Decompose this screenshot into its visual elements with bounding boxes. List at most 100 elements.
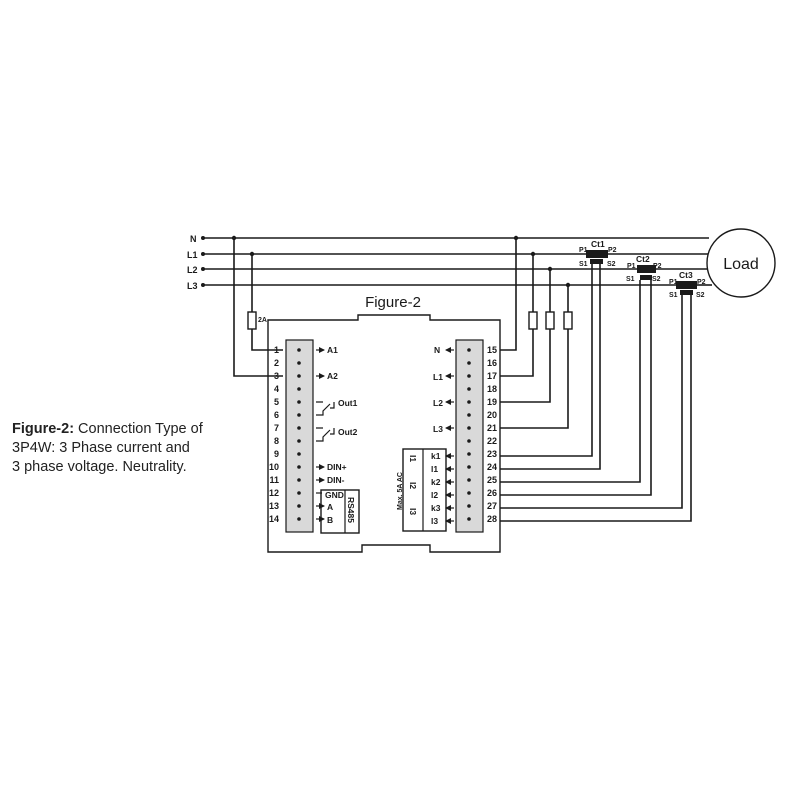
figure-caption: Figure-2: Connection Type of 3P4W: 3 Pha… xyxy=(12,420,262,477)
ct1-label: Ct1 xyxy=(591,239,605,249)
signal-a2: A2 xyxy=(327,371,338,381)
signal-n: N xyxy=(434,345,440,355)
fuse-label: 2A xyxy=(258,317,267,324)
current-transformer-2: Ct2 P1 P2 S1 S2 xyxy=(626,254,662,283)
svg-text:P1: P1 xyxy=(579,247,588,254)
left-terminal-dot xyxy=(297,517,301,521)
signal-a: A xyxy=(327,502,333,512)
pin-20: 20 xyxy=(487,410,497,420)
right-terminal-dot xyxy=(467,491,471,495)
fuse-l1 xyxy=(528,311,538,330)
svg-text:P2: P2 xyxy=(608,247,617,254)
left-terminal-dot xyxy=(297,348,301,352)
signal-din-plus: DIN+ xyxy=(327,462,347,472)
signal-k1: k1 xyxy=(431,451,441,461)
pin-9: 9 xyxy=(274,449,279,459)
bus-label-n: N xyxy=(190,234,197,244)
pin-24: 24 xyxy=(487,462,497,472)
left-terminal-dot xyxy=(297,426,301,430)
svg-text:S2: S2 xyxy=(607,261,616,268)
load-label: Load xyxy=(723,256,759,273)
svg-text:P1: P1 xyxy=(669,279,678,286)
svg-text:P2: P2 xyxy=(697,279,706,286)
right-terminal-dot xyxy=(467,439,471,443)
pin-13: 13 xyxy=(269,501,279,511)
current-transformer-1: Ct1 P1 P2 S1 S2 xyxy=(579,239,617,268)
bus-label-l3: L3 xyxy=(187,281,198,291)
pin-5: 5 xyxy=(274,397,279,407)
right-terminal-dot xyxy=(467,361,471,365)
signal-din-minus: DIN- xyxy=(327,475,345,485)
right-voltage-wiring xyxy=(500,235,573,429)
ct-group-3: I3 xyxy=(408,508,418,515)
svg-text:P1: P1 xyxy=(627,263,636,270)
signal-l1: L1 xyxy=(433,372,443,382)
signal-a1: A1 xyxy=(327,345,338,355)
bus-label-l1: L1 xyxy=(187,250,198,260)
left-terminal-dots xyxy=(297,348,301,521)
fuse-l3 xyxy=(563,311,573,330)
left-terminal-dot xyxy=(297,491,301,495)
signal-i2: l2 xyxy=(431,490,438,500)
ct-secondary-wiring xyxy=(500,264,692,522)
pin-23: 23 xyxy=(487,449,497,459)
pin-11: 11 xyxy=(269,475,279,485)
bus-label-l2: L2 xyxy=(187,265,198,275)
ct-group-1: I1 xyxy=(408,455,418,462)
ct-group-2: I2 xyxy=(408,482,418,489)
rs485-label: RS485 xyxy=(346,497,356,523)
right-terminal-dot xyxy=(467,478,471,482)
signal-i3: l3 xyxy=(431,516,438,526)
signal-out1: Out1 xyxy=(338,398,358,408)
left-signals: A1 A2 Out1 Out2 DIN+ DIN- GND A B RS485 xyxy=(316,345,360,534)
pin-27: 27 xyxy=(487,501,497,511)
right-terminal-dot xyxy=(467,517,471,521)
caption-line-1: Connection Type of xyxy=(74,421,203,437)
pin-4: 4 xyxy=(274,384,279,394)
left-terminal-dot xyxy=(297,504,301,508)
caption-bold: Figure-2: xyxy=(12,421,75,437)
current-transformer-3: Ct3 P1 P2 S1 S2 xyxy=(669,270,706,299)
pin-6: 6 xyxy=(274,410,279,420)
pin-17: 17 xyxy=(487,371,497,381)
right-pin-numbers: 15 16 17 18 19 20 21 22 23 24 25 26 27 2… xyxy=(487,345,497,524)
svg-text:S2: S2 xyxy=(652,276,661,283)
right-terminal-dot xyxy=(467,465,471,469)
pin-18: 18 xyxy=(487,384,497,394)
left-terminal-dot xyxy=(297,465,301,469)
signal-i1: l1 xyxy=(431,464,438,474)
pin-2: 2 xyxy=(274,358,279,368)
left-pin-numbers: 1 2 3 4 5 6 7 8 9 10 11 12 13 14 xyxy=(269,345,279,524)
signal-out2: Out2 xyxy=(338,427,358,437)
pin-15: 15 xyxy=(487,345,497,355)
signal-k3: k3 xyxy=(431,503,441,513)
svg-text:S2: S2 xyxy=(696,292,705,299)
bus-lines: N L1 L2 L3 xyxy=(187,234,712,291)
left-terminal-dot xyxy=(297,361,301,365)
right-terminal-dots xyxy=(467,348,471,521)
left-terminal-dot xyxy=(297,387,301,391)
pin-25: 25 xyxy=(487,475,497,485)
right-terminal-dot xyxy=(467,504,471,508)
pin-19: 19 xyxy=(487,397,497,407)
ct2-label: Ct2 xyxy=(636,254,650,264)
right-terminal-dot xyxy=(467,348,471,352)
load: Load xyxy=(706,228,776,298)
left-terminal-dot xyxy=(297,439,301,443)
pin-26: 26 xyxy=(487,488,497,498)
left-terminal-dot xyxy=(297,400,301,404)
signal-l2: L2 xyxy=(433,398,443,408)
left-terminal-dot xyxy=(297,478,301,482)
right-terminal-dot xyxy=(467,400,471,404)
ct3-label: Ct3 xyxy=(679,270,693,280)
svg-text:S1: S1 xyxy=(579,261,588,268)
fuse-l2 xyxy=(545,311,555,330)
fuse-2a xyxy=(247,311,257,330)
signal-k2: k2 xyxy=(431,477,441,487)
figure-title: Figure-2 xyxy=(365,294,421,311)
pin-8: 8 xyxy=(274,436,279,446)
max-current-label: Max. 5A AC xyxy=(397,472,404,510)
pin-7: 7 xyxy=(274,423,279,433)
caption-line-3: 3 phase voltage. Neutrality. xyxy=(12,459,187,475)
